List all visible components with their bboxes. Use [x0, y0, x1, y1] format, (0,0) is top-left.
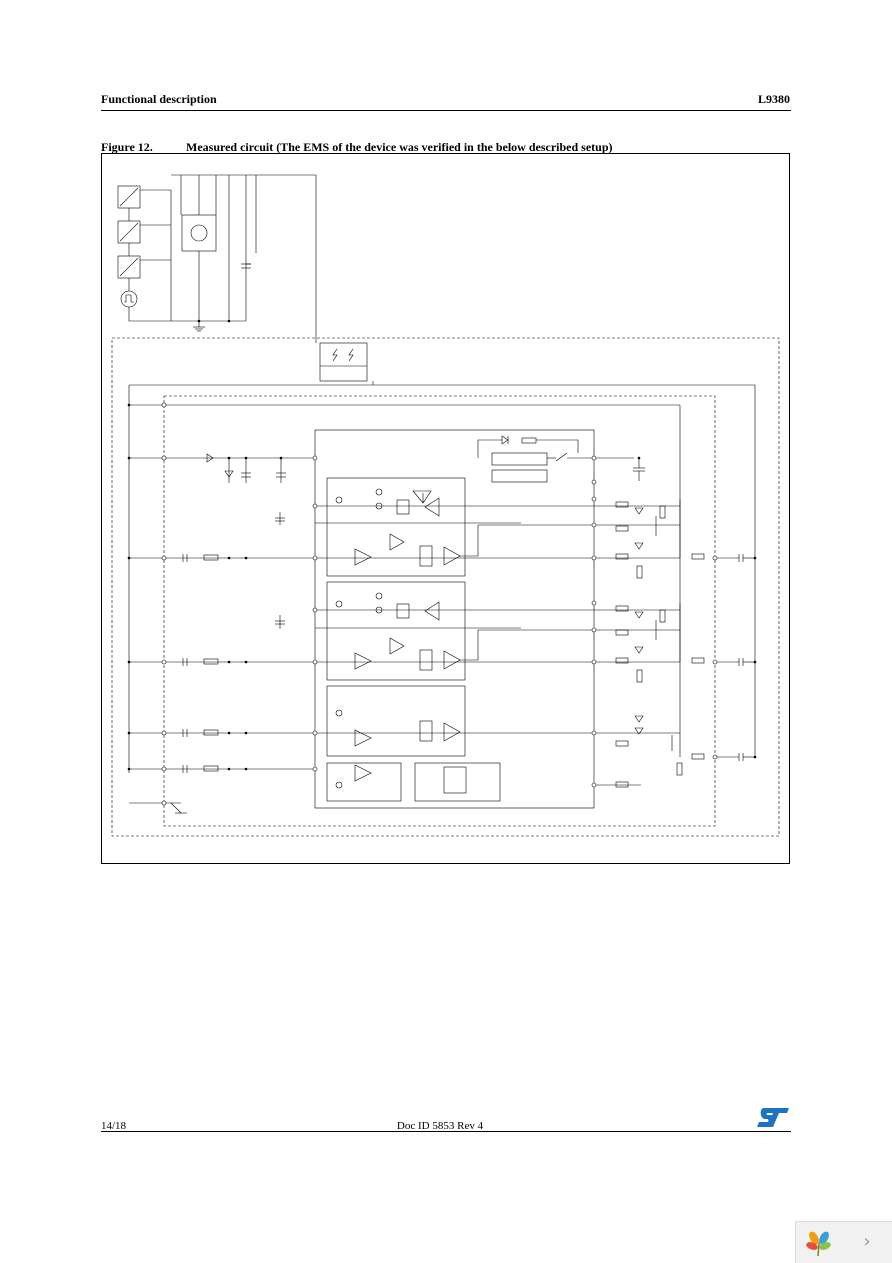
- ic-outline: [314, 429, 595, 809]
- driver-channel-1: [129, 477, 680, 577]
- viewer-nav-bar: [795, 1221, 892, 1263]
- load-box-boundary: [163, 395, 716, 827]
- measured-circuit-schematic: [111, 174, 780, 837]
- driver-channel-2: [129, 581, 680, 681]
- footer-page-number: 14/18: [101, 1120, 127, 1132]
- pin-circles: [161, 402, 718, 806]
- figure-frame: [101, 153, 790, 864]
- diagnostic-block: [129, 762, 641, 802]
- flower-logo-icon[interactable]: [805, 1229, 833, 1257]
- input-filters: [182, 453, 286, 773]
- anechoic-chamber-boundary: [111, 337, 780, 837]
- header-section-title: Functional description: [101, 92, 217, 106]
- footer-rule: [101, 1131, 791, 1132]
- output-stage: [615, 499, 755, 788]
- chevron-right-icon[interactable]: ›: [863, 1231, 871, 1252]
- interface-module: [319, 342, 374, 385]
- test-equipment-block: [117, 174, 317, 343]
- header-part-number: L9380: [757, 92, 790, 106]
- figure-title: Measured circuit (The EMS of the device …: [186, 140, 613, 154]
- st-logo-icon: [757, 1108, 789, 1127]
- charge-pump-block: [477, 435, 645, 483]
- footer-doc-id: Doc ID 5853 Rev 4: [396, 1120, 484, 1132]
- header-rule: [101, 110, 791, 111]
- figure-number: Figure 12.: [101, 140, 153, 154]
- driver-channel-3: [129, 685, 680, 757]
- node-dots: [127, 319, 757, 771]
